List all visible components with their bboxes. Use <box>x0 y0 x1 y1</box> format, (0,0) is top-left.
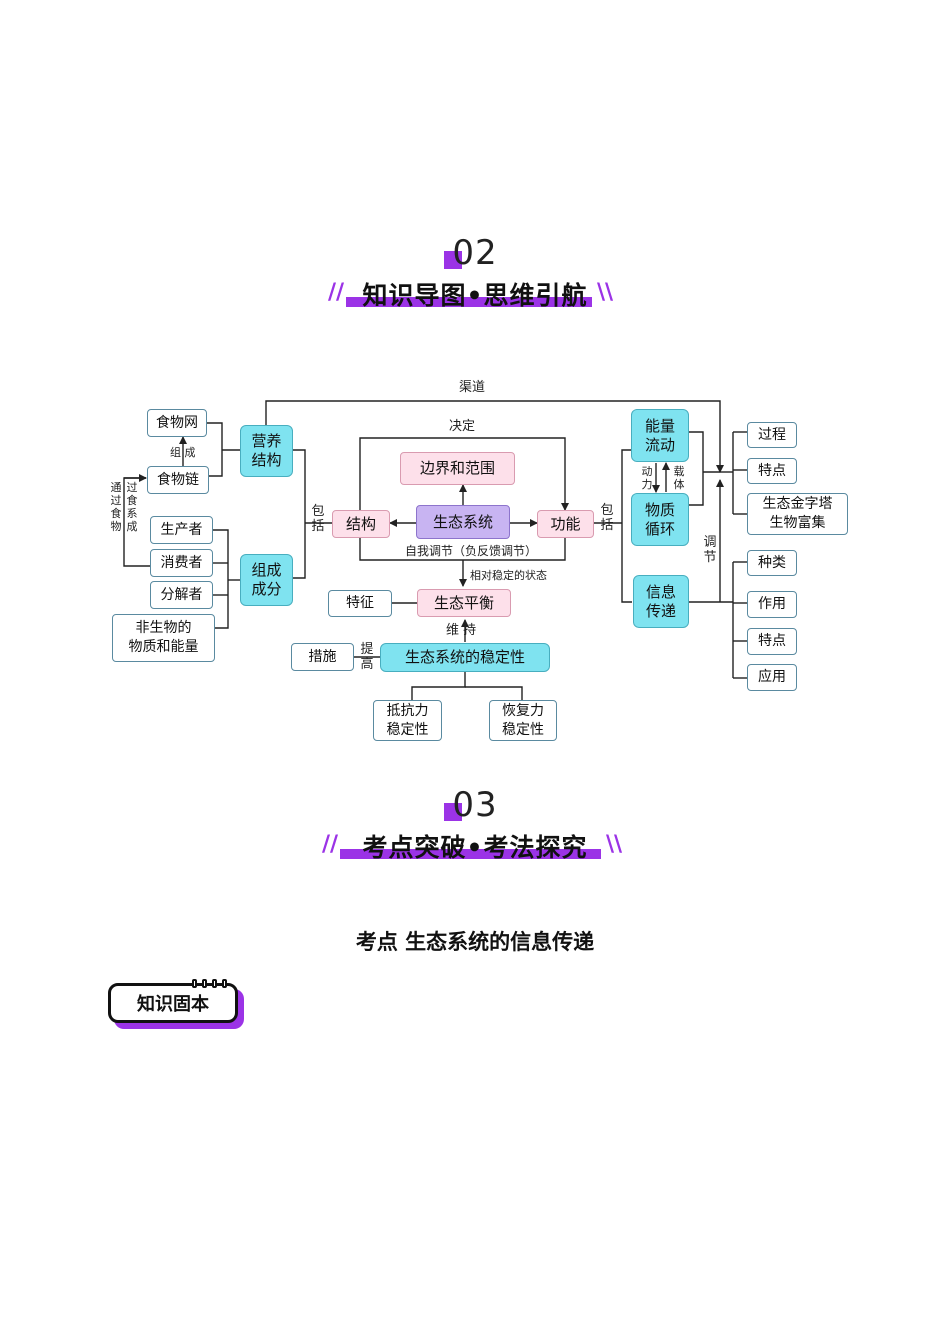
label-improve: 提高 <box>360 642 374 672</box>
notebook-ring-icon <box>202 979 207 988</box>
title-underline-bar <box>346 297 592 307</box>
node-ecosystem: 生态系统 <box>416 505 510 539</box>
section-title-02: // \\ 知识导图•思维引航 <box>0 276 950 310</box>
knowledge-badge: 知识固本 <box>108 979 245 1030</box>
title-underline-bar <box>340 849 601 859</box>
node-resistance: 抵抗力 稳定性 <box>373 700 442 741</box>
node-resilience: 恢复力 稳定性 <box>489 700 557 741</box>
slash-decoration-left: // <box>328 280 345 305</box>
node-process: 过程 <box>747 422 797 448</box>
label-compose: 组 成 <box>170 446 196 459</box>
node-boundary: 边界和范围 <box>400 452 515 485</box>
node-application: 应用 <box>747 664 797 691</box>
label-channel: 渠道 <box>459 380 486 395</box>
label-include-right: 包括 <box>600 503 614 533</box>
label-carrier: 载体 <box>673 465 685 491</box>
node-role: 作用 <box>747 591 797 618</box>
section-number-02: 02 <box>0 233 950 273</box>
node-balance: 生态平衡 <box>417 589 511 617</box>
slash-decoration-left: // <box>322 832 339 857</box>
label-linked-by: 通过食物 <box>110 481 122 533</box>
node-abiotic: 非生物的 物质和能量 <box>112 614 215 662</box>
section-title-text: 知识导图•思维引航 <box>362 281 588 310</box>
node-producer: 生产者 <box>150 516 213 544</box>
label-regulate: 调节 <box>703 535 717 565</box>
section-number-text: 03 <box>452 785 498 825</box>
node-matter-cycle: 物质 循环 <box>631 493 689 546</box>
node-stability: 生态系统的稳定性 <box>380 643 550 672</box>
node-decomposer: 分解者 <box>150 581 213 609</box>
notebook-ring-icon <box>212 979 217 988</box>
label-relative-stable: 相对稳定的状态 <box>470 569 547 582</box>
notebook-ring-icon <box>222 979 227 988</box>
slash-decoration-right: \\ <box>606 832 623 857</box>
node-trait: 特点 <box>747 458 797 484</box>
node-food-chain: 食物链 <box>147 466 209 494</box>
node-pyramid: 生态金字塔 生物富集 <box>747 493 848 535</box>
node-components: 组成 成分 <box>240 554 293 606</box>
label-maintain: 维 持 <box>446 623 477 638</box>
node-structure: 结构 <box>332 510 390 538</box>
node-info-transfer: 信息 传递 <box>633 575 689 628</box>
node-food-web: 食物网 <box>147 409 207 437</box>
slash-decoration-right: \\ <box>597 280 614 305</box>
node-feature: 特征 <box>328 590 392 617</box>
node-nutrition-structure: 营养 结构 <box>240 425 293 477</box>
label-include-left: 包括 <box>311 504 325 534</box>
label-self-regulation: 自我调节（负反馈调节） <box>405 544 538 558</box>
node-function: 功能 <box>537 510 594 538</box>
label-decide: 决定 <box>449 419 476 434</box>
node-energy-flow: 能量 流动 <box>631 409 689 462</box>
node-trait-2: 特点 <box>747 628 797 655</box>
label-via: 过 食 系 成 <box>126 481 138 533</box>
purple-square-decoration <box>444 803 462 821</box>
purple-square-decoration <box>444 251 462 269</box>
notebook-ring-icon <box>192 979 197 988</box>
label-power: 动力 <box>641 465 653 491</box>
node-measures: 措施 <box>291 643 354 671</box>
kaodian-title: 考点 生态系统的信息传递 <box>355 930 595 954</box>
node-consumer: 消费者 <box>150 549 213 577</box>
section-title-text: 考点突破•考法探究 <box>362 833 588 862</box>
section-title-03: // \\ 考点突破•考法探究 <box>0 828 950 862</box>
badge-label: 知识固本 <box>108 983 238 1023</box>
node-kind: 种类 <box>747 550 797 576</box>
section-number-text: 02 <box>452 233 498 273</box>
section-number-03: 03 <box>0 785 950 825</box>
